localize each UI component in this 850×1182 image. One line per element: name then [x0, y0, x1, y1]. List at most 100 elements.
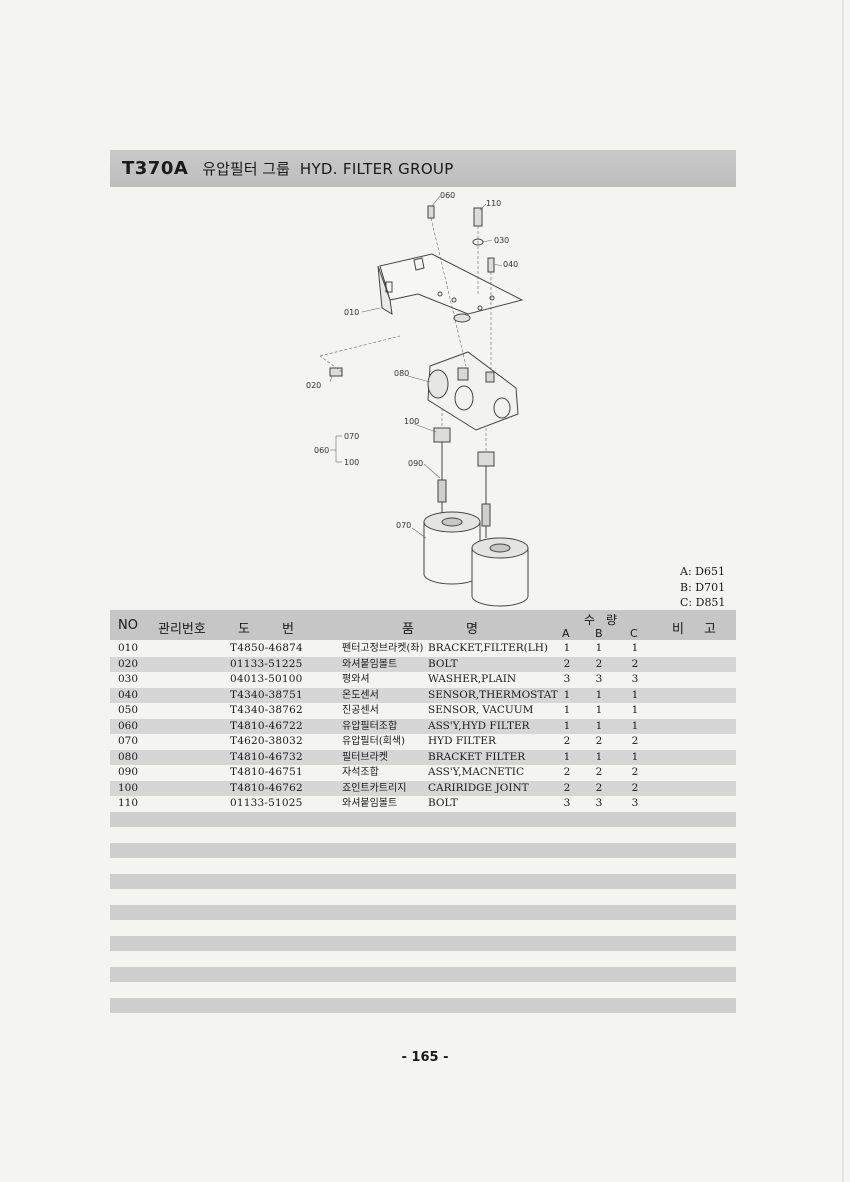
- cell-en: CARIRIDGE JOINT: [428, 781, 529, 794]
- vacuum-sensor: [427, 205, 435, 219]
- cell-ko: 와셔붙임볼트: [342, 658, 398, 670]
- cell-a: 2: [563, 781, 571, 794]
- bracket-plate: [379, 253, 524, 315]
- cell-a: 1: [563, 719, 571, 732]
- header-remarks-2: 고: [704, 622, 716, 637]
- cell-drawing: T4810-46732: [230, 750, 303, 763]
- cell-b: 2: [595, 657, 603, 670]
- label-040: 040: [503, 260, 518, 269]
- model-c: C: D851: [680, 596, 726, 609]
- cell-en: BRACKET,FILTER(LH): [428, 642, 548, 654]
- cell-c: 2: [631, 766, 639, 778]
- filter-head: [427, 351, 519, 431]
- cell-no: 110: [118, 797, 139, 809]
- blank-rows: [110, 812, 736, 1029]
- label-080: 080: [394, 369, 409, 378]
- model-a: A: D651: [680, 565, 725, 578]
- cell-b: 1: [595, 750, 603, 763]
- cell-a: 3: [563, 797, 571, 809]
- bolt-020: [329, 367, 343, 377]
- blank-row: [110, 998, 736, 1013]
- label-070-set: 070: [344, 432, 359, 441]
- header-a: A: [562, 627, 570, 640]
- cell-drawing: T4340-38751: [230, 688, 303, 701]
- cell-c: 2: [631, 781, 639, 794]
- cell-drawing: T4620-38032: [230, 735, 303, 747]
- top-bolt: [473, 207, 483, 227]
- cell-no: 050: [118, 704, 139, 716]
- cell-en: BOLT: [428, 797, 458, 809]
- label-100-set: 100: [344, 458, 359, 467]
- cell-no: 030: [118, 673, 139, 685]
- cell-ko: 와셔붙임볼트: [342, 798, 398, 809]
- header-qty-2: 량: [606, 613, 618, 627]
- header-c: C: [630, 627, 638, 640]
- label-100: 100: [404, 417, 419, 426]
- cell-b: 1: [595, 688, 603, 701]
- cell-drawing: T4340-38762: [230, 704, 303, 716]
- cell-b: 1: [595, 719, 603, 732]
- cell-no: 100: [118, 781, 139, 794]
- cell-c: 2: [631, 657, 639, 670]
- cell-en: SENSOR,THERMOSTAT: [428, 688, 558, 701]
- cell-drawing: 04013-50100: [230, 673, 303, 685]
- cell-ko: 필터브라켓: [342, 751, 388, 763]
- cell-en: BRACKET FILTER: [428, 750, 526, 763]
- cell-b: 3: [595, 797, 603, 809]
- cell-c: 3: [631, 673, 639, 685]
- header-name-2: 명: [466, 622, 478, 637]
- label-090: 090: [408, 459, 423, 468]
- cell-ko: 진공센서: [342, 705, 379, 716]
- blank-row: [110, 905, 736, 920]
- cell-en: ASS'Y,MACNETIC: [428, 766, 524, 778]
- joint-right: [477, 451, 495, 467]
- cell-en: SENSOR, VACUUM: [428, 704, 534, 716]
- cell-no: 060: [118, 719, 139, 732]
- cell-a: 2: [563, 735, 571, 747]
- page-number: - 165 -: [401, 1050, 449, 1065]
- cell-b: 2: [595, 781, 603, 794]
- cell-b: 3: [595, 673, 603, 685]
- blank-row: [110, 936, 736, 951]
- cell-b: 2: [595, 766, 603, 778]
- cell-a: 1: [563, 704, 571, 716]
- cell-no: 090: [118, 766, 139, 778]
- cell-b: 2: [595, 735, 603, 747]
- cell-no: 020: [118, 657, 139, 670]
- header-drawing-1: 도: [238, 622, 250, 637]
- cell-no: 080: [118, 750, 139, 763]
- cell-c: 1: [631, 642, 639, 654]
- header-qty-1: 수: [584, 613, 596, 627]
- cell-c: 1: [631, 688, 639, 701]
- label-060-set: 060: [314, 446, 329, 455]
- cell-drawing: T4810-46751: [230, 766, 303, 778]
- group-code: T370A: [122, 158, 189, 179]
- joint-left: [433, 427, 451, 443]
- page-edge: [842, 0, 844, 1182]
- cell-drawing: T4810-46722: [230, 719, 303, 732]
- cell-c: 1: [631, 719, 639, 732]
- cell-en: ASS'Y,HYD FILTER: [428, 719, 530, 732]
- cell-ko: 유압필터(회색): [342, 736, 406, 747]
- exploded-parts-diagram: 060 110 030 040 010 020 080 100 060 070 …: [306, 191, 529, 607]
- header-mgmt-no: 관리번호: [158, 622, 206, 637]
- model-legend: A: D651 B: D701 C: D851: [680, 564, 725, 611]
- cell-drawing: T4850-46874: [230, 642, 303, 654]
- cell-ko: 펜터고정브라켓(좌): [342, 643, 424, 654]
- label-020: 020: [306, 381, 321, 390]
- blank-row: [110, 812, 736, 827]
- label-010: 010: [344, 308, 359, 317]
- cell-a: 3: [563, 673, 571, 685]
- label-070: 070: [396, 521, 411, 530]
- label-030: 030: [494, 236, 509, 245]
- group-title-korean: 유압필터 그룹: [202, 160, 290, 178]
